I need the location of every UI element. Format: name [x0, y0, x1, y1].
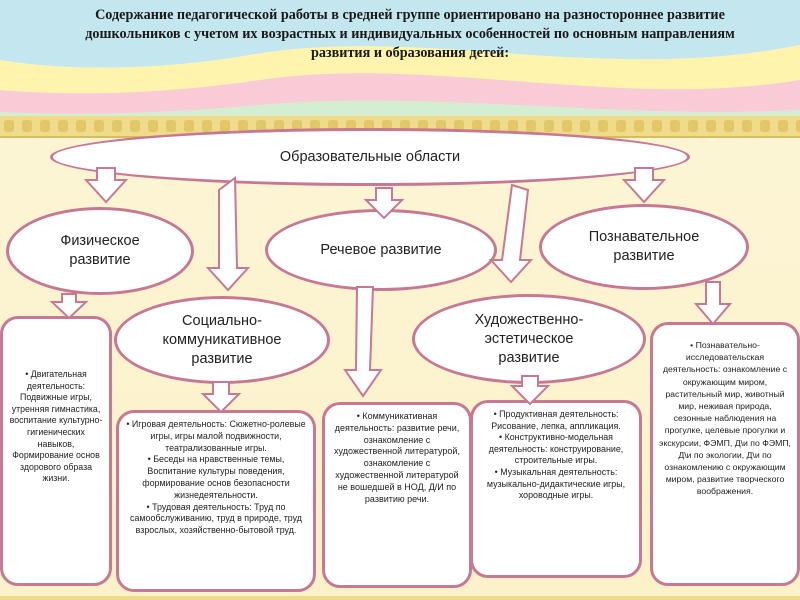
band-ornament: [508, 120, 518, 132]
list-item: Беседы на нравственные темы, Воспитание …: [125, 454, 307, 501]
node-label: Социально-коммуникативное развитие: [162, 312, 282, 367]
band-ornament: [760, 120, 770, 132]
node-label: Художественно-эстетическое развитие: [474, 311, 584, 366]
speech-activities-box: Коммуникативная деятельность: развитие р…: [322, 402, 472, 588]
band-ornament: [778, 120, 788, 132]
band-ornament: [598, 120, 608, 132]
band-ornament: [238, 120, 248, 132]
educational-areas-node: Образовательные области: [50, 128, 690, 186]
band-ornament: [742, 120, 752, 132]
artistic-aesthetic-node: Художественно-эстетическое развитие: [412, 294, 646, 384]
node-label: Речевое развитие: [320, 241, 442, 258]
cognitive-activities-box: Познавательно-исследовательская деятельн…: [650, 322, 800, 586]
band-ornament: [40, 120, 50, 132]
box-text: • Двигательная деятельность: Подвижные и…: [9, 369, 103, 484]
band-ornament: [4, 120, 14, 132]
band-ornament: [670, 120, 680, 132]
band-ornament: [148, 120, 158, 132]
list-item: Познавательно-исследовательская деятельн…: [659, 339, 791, 498]
list-item: Трудовая деятельность: Труд по самообслу…: [125, 502, 307, 537]
social-activities-box: Игровая деятельность: Сюжетно-ролевые иг…: [116, 410, 316, 592]
band-ornament: [76, 120, 86, 132]
band-ornament: [490, 120, 500, 132]
list-item: Продуктивная деятельность: Рисование, ле…: [479, 409, 633, 432]
list-item: Конструктивно-модельная деятельность: ко…: [479, 432, 633, 467]
band-ornament: [202, 120, 212, 132]
physical-activities-box: • Двигательная деятельность: Подвижные и…: [0, 316, 112, 586]
band-ornament: [58, 120, 68, 132]
band-ornament: [166, 120, 176, 132]
band-ornament: [634, 120, 644, 132]
physical-development-node: Физическое развитие: [6, 207, 194, 295]
node-label: Образовательные области: [279, 148, 461, 165]
band-ornament: [688, 120, 698, 132]
band-ornament: [94, 120, 104, 132]
band-ornament: [544, 120, 554, 132]
artistic-activities-box: Продуктивная деятельность: Рисование, ле…: [470, 400, 642, 578]
node-label: Познавательное развитие: [588, 229, 700, 264]
social-communicative-node: Социально-коммуникативное развитие: [114, 296, 330, 384]
band-ornament: [112, 120, 122, 132]
list-item: Коммуникативная деятельность: развитие р…: [331, 411, 463, 505]
speech-development-node: Речевое развитие: [265, 209, 497, 291]
list-item: Музыкальная деятельность: музыкально-дид…: [479, 467, 633, 502]
cognitive-development-node: Познавательное развитие: [539, 204, 749, 290]
band-ornament: [130, 120, 140, 132]
band-ornament: [616, 120, 626, 132]
band-ornament: [796, 120, 800, 132]
band-ornament: [22, 120, 32, 132]
band-ornament: [724, 120, 734, 132]
band-ornament: [580, 120, 590, 132]
band-ornament: [652, 120, 662, 132]
band-ornament: [184, 120, 194, 132]
band-ornament: [706, 120, 716, 132]
band-ornament: [220, 120, 230, 132]
node-label: Физическое развитие: [60, 233, 140, 268]
list-item: Игровая деятельность: Сюжетно-ролевые иг…: [125, 419, 307, 454]
page-title: Содержание педагогической работы в средн…: [85, 7, 735, 61]
band-ornament: [526, 120, 536, 132]
band-ornament: [562, 120, 572, 132]
